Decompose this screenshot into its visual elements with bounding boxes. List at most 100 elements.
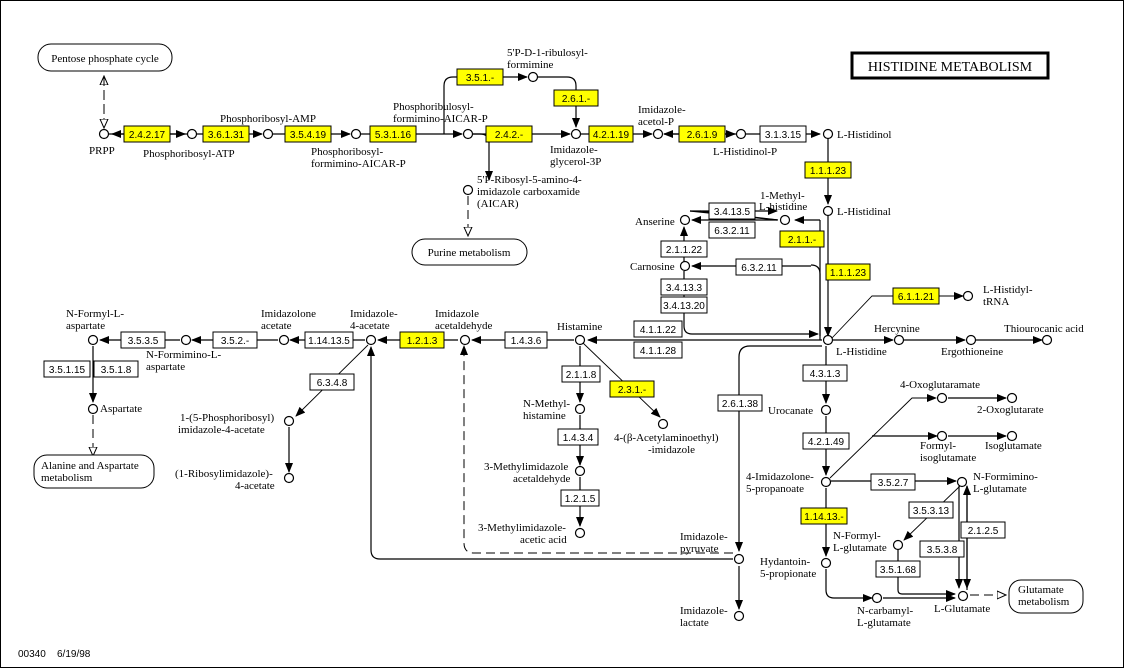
compound-node[interactable] bbox=[462, 184, 474, 196]
enzyme-box-1-14-13--[interactable]: 1.14.13.- bbox=[800, 507, 848, 525]
compound-node[interactable] bbox=[820, 476, 832, 488]
compound-node[interactable] bbox=[820, 557, 832, 569]
compound-node[interactable] bbox=[956, 476, 968, 488]
compound-node[interactable] bbox=[892, 539, 904, 551]
compound-node[interactable] bbox=[735, 128, 747, 140]
enzyme-box-1-1-1-23[interactable]: 1.1.1.23 bbox=[804, 161, 852, 179]
compound-node[interactable] bbox=[936, 392, 948, 404]
enzyme-box-1-4-3-4[interactable]: 1.4.3.4 bbox=[557, 428, 599, 446]
enzyme-box-rect bbox=[560, 489, 600, 507]
enzyme-box-rect bbox=[779, 230, 825, 248]
enzyme-box-3-6-1-31[interactable]: 3.6.1.31 bbox=[202, 125, 250, 143]
enzyme-box-6-3-4-8[interactable]: 6.3.4.8 bbox=[309, 373, 355, 391]
compound-node[interactable] bbox=[1041, 334, 1053, 346]
enzyme-box-3-5-4-19[interactable]: 3.5.4.19 bbox=[284, 125, 332, 143]
compound-node[interactable] bbox=[87, 403, 99, 415]
compound-node[interactable] bbox=[733, 553, 745, 565]
compound-node[interactable] bbox=[283, 472, 295, 484]
enzyme-box-3-5-1-8[interactable]: 3.5.1.8 bbox=[93, 360, 139, 378]
compound-node[interactable] bbox=[180, 334, 192, 346]
enzyme-box-3-5-2--[interactable]: 3.5.2.- bbox=[212, 331, 258, 349]
enzyme-box-6-1-1-21[interactable]: 6.1.1.21 bbox=[892, 287, 940, 305]
compound-node[interactable] bbox=[527, 71, 539, 83]
compound-node[interactable] bbox=[679, 260, 691, 272]
enzyme-box-3-5-3-13[interactable]: 3.5.3.13 bbox=[908, 501, 954, 519]
compound-node[interactable] bbox=[262, 128, 274, 140]
pathway-link-pentose[interactable]: Pentose phosphate cycle bbox=[37, 43, 173, 72]
compound-node[interactable] bbox=[652, 128, 664, 140]
compound-node[interactable] bbox=[1006, 430, 1018, 442]
compound-node[interactable] bbox=[1006, 392, 1018, 404]
enzyme-box-3-5-2-7[interactable]: 3.5.2.7 bbox=[870, 473, 916, 491]
compound-node[interactable] bbox=[570, 128, 582, 140]
compound-node[interactable] bbox=[350, 128, 362, 140]
enzyme-box-3-4-13-5[interactable]: 3.4.13.5 bbox=[708, 202, 756, 220]
enzyme-box-2-4-2--[interactable]: 2.4.2.- bbox=[485, 125, 533, 143]
compound-label: L-glutamate bbox=[833, 542, 887, 554]
enzyme-box-1-4-3-6[interactable]: 1.4.3.6 bbox=[504, 331, 548, 349]
enzyme-box-3-4-13-20[interactable]: 3.4.13.20 bbox=[660, 296, 708, 314]
compound-node[interactable] bbox=[679, 214, 691, 226]
compound-node[interactable] bbox=[822, 128, 834, 140]
enzyme-box-2-1-1-8[interactable]: 2.1.1.8 bbox=[561, 365, 601, 383]
pathway-link-glutamate[interactable]: Glutamate metabolism bbox=[1008, 579, 1084, 614]
enzyme-box-2-1-1--[interactable]: 2.1.1.- bbox=[779, 230, 825, 248]
enzyme-box-6-3-2-11[interactable]: 6.3.2.11 bbox=[735, 258, 783, 276]
enzyme-box-1-1-1-23[interactable]: 1.1.1.23 bbox=[825, 263, 871, 281]
compound-node[interactable] bbox=[87, 334, 99, 346]
compound-node[interactable] bbox=[822, 205, 834, 217]
compound-node[interactable] bbox=[186, 128, 198, 140]
enzyme-box-4-1-1-28[interactable]: 4.1.1.28 bbox=[633, 341, 683, 359]
enzyme-box-3-5-1-15[interactable]: 3.5.1.15 bbox=[43, 360, 91, 378]
compound-node[interactable] bbox=[965, 334, 977, 346]
enzyme-label: 3.5.2.- bbox=[221, 336, 249, 347]
compound-node[interactable] bbox=[278, 334, 290, 346]
enzyme-box-rect bbox=[717, 394, 763, 412]
enzyme-box-3-1-3-15[interactable]: 3.1.3.15 bbox=[759, 125, 807, 143]
compound-node[interactable] bbox=[365, 334, 377, 346]
enzyme-box-2-3-1--[interactable]: 2.3.1.- bbox=[609, 380, 655, 398]
pathway-link-alanine-aspartate[interactable]: Alanine and Aspartate metabolism bbox=[33, 454, 155, 489]
compound-node[interactable] bbox=[962, 290, 974, 302]
compound-node[interactable] bbox=[822, 334, 834, 346]
enzyme-box-2-1-2-5[interactable]: 2.1.2.5 bbox=[960, 521, 1006, 539]
compound-node[interactable] bbox=[574, 334, 586, 346]
enzyme-box-3-5-3-8[interactable]: 3.5.3.8 bbox=[919, 540, 965, 558]
compound-node[interactable] bbox=[657, 418, 669, 430]
enzyme-box-2-6-1-9[interactable]: 2.6.1.9 bbox=[678, 125, 726, 143]
enzyme-box-1-2-1-3[interactable]: 1.2.1.3 bbox=[399, 331, 445, 349]
enzyme-box-3-5-1-68[interactable]: 3.5.1.68 bbox=[875, 560, 921, 578]
enzyme-box-2-1-1-22[interactable]: 2.1.1.22 bbox=[660, 240, 708, 258]
enzyme-box-1-2-1-5[interactable]: 1.2.1.5 bbox=[560, 489, 600, 507]
compound-node[interactable] bbox=[893, 334, 905, 346]
compound-node[interactable] bbox=[957, 590, 969, 602]
compound-node[interactable] bbox=[779, 214, 791, 226]
compound-node[interactable] bbox=[462, 128, 474, 140]
compound-node[interactable] bbox=[871, 592, 883, 604]
enzyme-box-4-3-1-3[interactable]: 4.3.1.3 bbox=[802, 364, 848, 382]
enzyme-box-1-14-13-5[interactable]: 1.14.13.5 bbox=[304, 331, 354, 349]
enzyme-box-6-3-2-11[interactable]: 6.3.2.11 bbox=[708, 221, 756, 239]
compound-node[interactable] bbox=[733, 610, 745, 622]
enzyme-box-2-4-2-17[interactable]: 2.4.2.17 bbox=[123, 125, 171, 143]
enzyme-box-3-4-13-3[interactable]: 3.4.13.3 bbox=[660, 278, 708, 296]
enzyme-box-5-3-1-16[interactable]: 5.3.1.16 bbox=[369, 125, 417, 143]
enzyme-box-3-5-1--[interactable]: 3.5.1.- bbox=[456, 68, 504, 86]
enzyme-box-2-6-1--[interactable]: 2.6.1.- bbox=[553, 89, 599, 107]
enzyme-box-4-1-1-22[interactable]: 4.1.1.22 bbox=[633, 320, 683, 338]
compound-node[interactable] bbox=[574, 527, 586, 539]
compound-node[interactable] bbox=[574, 403, 586, 415]
pathway-link-purine[interactable]: Purine metabolism bbox=[411, 238, 528, 266]
enzyme-box-3-5-3-5[interactable]: 3.5.3.5 bbox=[120, 331, 166, 349]
enzyme-box-4-2-1-19[interactable]: 4.2.1.19 bbox=[588, 125, 634, 143]
compound-node[interactable] bbox=[936, 430, 948, 442]
footer: 00340 6/19/98 bbox=[18, 649, 91, 660]
compound-node[interactable] bbox=[459, 334, 471, 346]
compound-node[interactable] bbox=[574, 465, 586, 477]
compound-node[interactable] bbox=[98, 128, 110, 140]
enzyme-box-4-2-1-49[interactable]: 4.2.1.49 bbox=[802, 432, 850, 450]
compound-node[interactable] bbox=[820, 404, 832, 416]
enzyme-box-2-6-1-38[interactable]: 2.6.1.38 bbox=[717, 394, 763, 412]
compound-node[interactable] bbox=[283, 415, 295, 427]
enzyme-box-rect bbox=[43, 360, 91, 378]
